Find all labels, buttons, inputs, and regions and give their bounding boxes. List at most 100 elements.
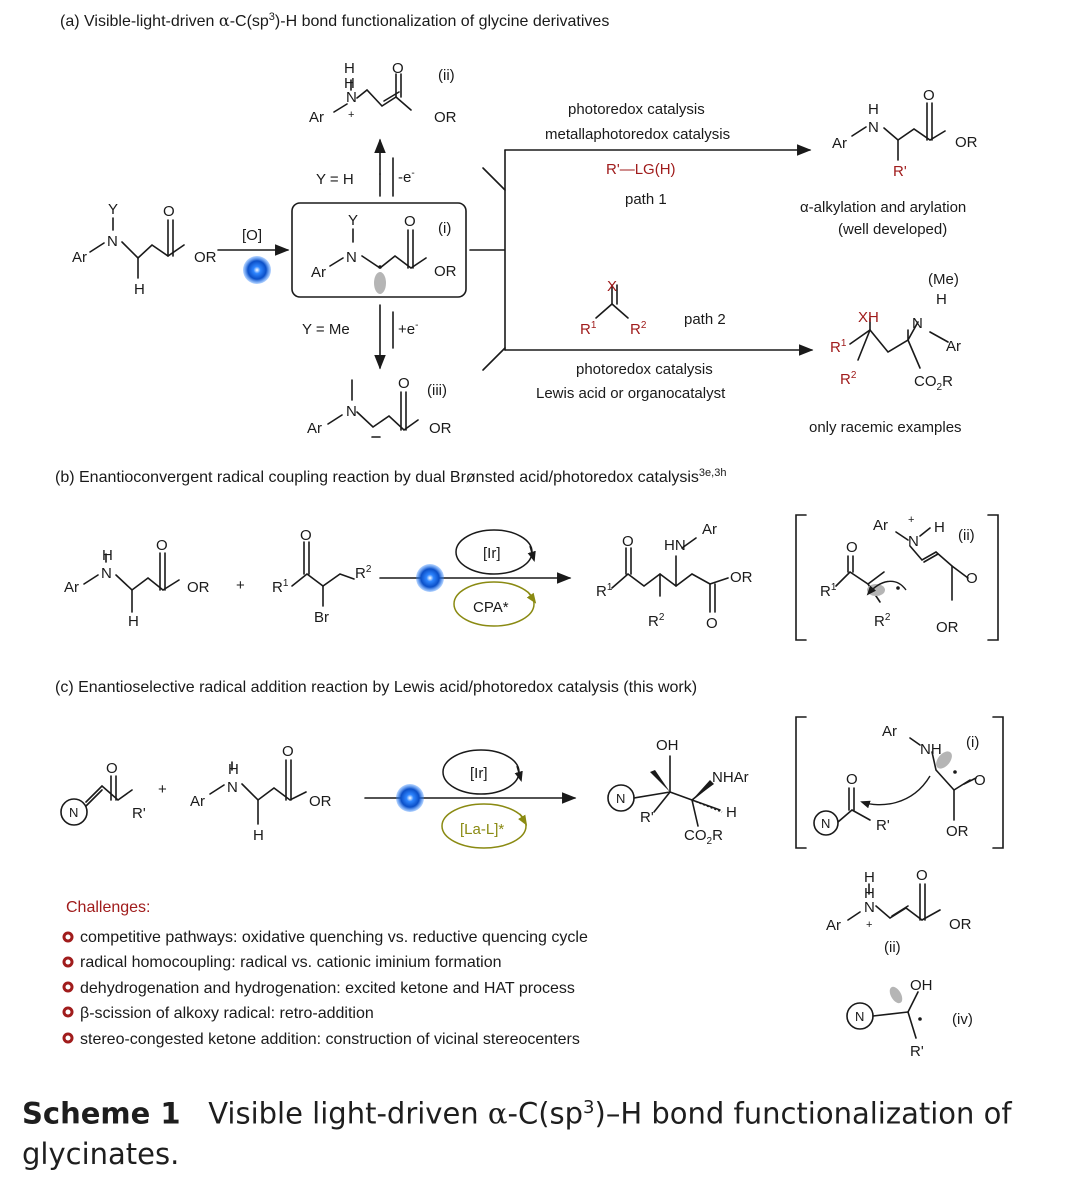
atom-x: X	[607, 278, 617, 295]
atom-or: OR	[434, 263, 457, 280]
atom-ar: Ar	[882, 723, 897, 740]
cpa-cycle-b	[453, 581, 535, 627]
plus-sign: +	[158, 781, 167, 798]
atom-n: N	[868, 119, 879, 136]
visible-light-icon	[396, 784, 424, 812]
atom-o: O	[404, 213, 416, 230]
atom-n: N	[864, 899, 875, 916]
challenge-item: competitive pathways: oxidative quenchin…	[80, 929, 588, 946]
azole-n: N	[69, 805, 78, 820]
ir-cycle-arrow	[527, 545, 536, 563]
caption-text-post: )–H bond functionalization of glycinates…	[22, 1096, 1012, 1171]
atom-ar: Ar	[873, 517, 888, 534]
y-me-label: Y = Me	[302, 321, 350, 338]
atom-or: OR	[309, 793, 332, 810]
atom-o: O	[398, 375, 410, 392]
svg-text:R1: R1	[820, 582, 837, 600]
scheme-caption: Scheme 1 Visible light-driven α-C(sp3)–H…	[22, 1088, 1062, 1174]
svg-text:R1: R1	[580, 320, 597, 338]
atom-h: H	[864, 869, 875, 886]
svg-text:CO2R: CO2R	[914, 373, 953, 393]
la-label: [La-L]*	[460, 821, 504, 838]
path1-reagent: R'—LG(H)	[606, 161, 676, 178]
atom-ar: Ar	[311, 264, 326, 281]
bonds	[60, 73, 1004, 1039]
svg-text:R1: R1	[596, 582, 613, 600]
atom-ar: Ar	[309, 109, 324, 126]
path2-condition-1: photoredox catalysis	[576, 361, 713, 378]
path2-condition-2: Lewis acid or organocatalyst	[536, 385, 726, 402]
atom-ar: Ar	[946, 338, 961, 355]
atom-o: O	[706, 615, 718, 632]
label-iii: (iii)	[427, 382, 447, 399]
ir-label: [Ir]	[483, 545, 501, 562]
atom-or: OR	[434, 109, 457, 126]
atom-o: O	[846, 771, 858, 788]
y-h-label: Y = H	[316, 171, 354, 188]
atom-h: H	[726, 804, 737, 821]
product1-note-1: α-alkylation and arylation	[800, 199, 966, 216]
cpa-label: CPA*	[473, 599, 509, 616]
atom-h: H	[102, 547, 113, 564]
atom-ar: Ar	[72, 249, 87, 266]
caption-sup: 3	[583, 1097, 595, 1118]
atom-or: OR	[936, 619, 959, 636]
svg-text:R1: R1	[830, 338, 847, 356]
atom-or: OR	[429, 420, 452, 437]
atom-o: O	[392, 60, 404, 77]
visible-light-icon	[243, 256, 271, 284]
atom-or: OR	[730, 569, 753, 586]
ir-label: [Ir]	[470, 765, 488, 782]
atom-ar: Ar	[832, 135, 847, 152]
oxidant-label: [O]	[242, 227, 262, 244]
atom-ar: Ar	[190, 793, 205, 810]
atom-o: O	[622, 533, 634, 550]
atom-o: O	[966, 570, 978, 587]
atom-h: H	[936, 291, 947, 308]
atom-ar: Ar	[307, 420, 322, 437]
svg-text:-e-: -e-	[398, 168, 415, 186]
label-i: (i)	[438, 220, 451, 237]
atom-oh: OH	[656, 737, 679, 754]
path1-condition-1: photoredox catalysis	[568, 101, 705, 118]
atom-n: N	[101, 565, 112, 582]
panel-c-title: (c) Enantioselective radical addition re…	[55, 679, 697, 696]
label-i: (i)	[966, 734, 979, 751]
charge: +	[348, 109, 354, 121]
atom-ar: Ar	[826, 917, 841, 934]
atom-n: N	[908, 533, 919, 550]
atom-n: N	[346, 89, 357, 106]
radical-dot	[918, 1017, 922, 1021]
orbital-lobe	[936, 751, 952, 769]
atom-br: Br	[314, 609, 329, 626]
label-ii: (ii)	[884, 939, 901, 956]
atom-n: N	[912, 315, 923, 332]
radical-dot	[378, 265, 382, 269]
product2-note: only racemic examples	[809, 419, 962, 436]
atom-oh: OH	[910, 977, 933, 994]
challenges-heading: Challenges:	[66, 899, 151, 916]
atom-h: H	[868, 101, 879, 118]
atom-o: O	[923, 87, 935, 104]
atom-o: O	[846, 539, 858, 556]
plus-sign: +	[236, 577, 245, 594]
label-iv: (iv)	[952, 1011, 973, 1028]
challenge-bullet-centers	[65, 934, 71, 1041]
atom-r-prime: R'	[893, 163, 907, 180]
svg-text:R2: R2	[355, 564, 372, 582]
atom-or: OR	[946, 823, 969, 840]
svg-text:R2: R2	[840, 370, 857, 388]
caption-text-mid: -C(sp	[507, 1096, 584, 1131]
atom-n: N	[107, 233, 118, 250]
atom-y: Y	[348, 212, 358, 229]
label-ii: (ii)	[958, 527, 975, 544]
caption-label: Scheme 1	[22, 1096, 181, 1131]
atom-ar: Ar	[702, 521, 717, 538]
wedge-bond	[692, 780, 714, 800]
atom-or: OR	[194, 249, 217, 266]
atom-o: O	[106, 760, 118, 777]
visible-light-icon	[416, 564, 444, 592]
atom-h: H	[344, 60, 355, 77]
atom-h: H	[864, 885, 875, 902]
svg-text:R2: R2	[874, 612, 891, 630]
